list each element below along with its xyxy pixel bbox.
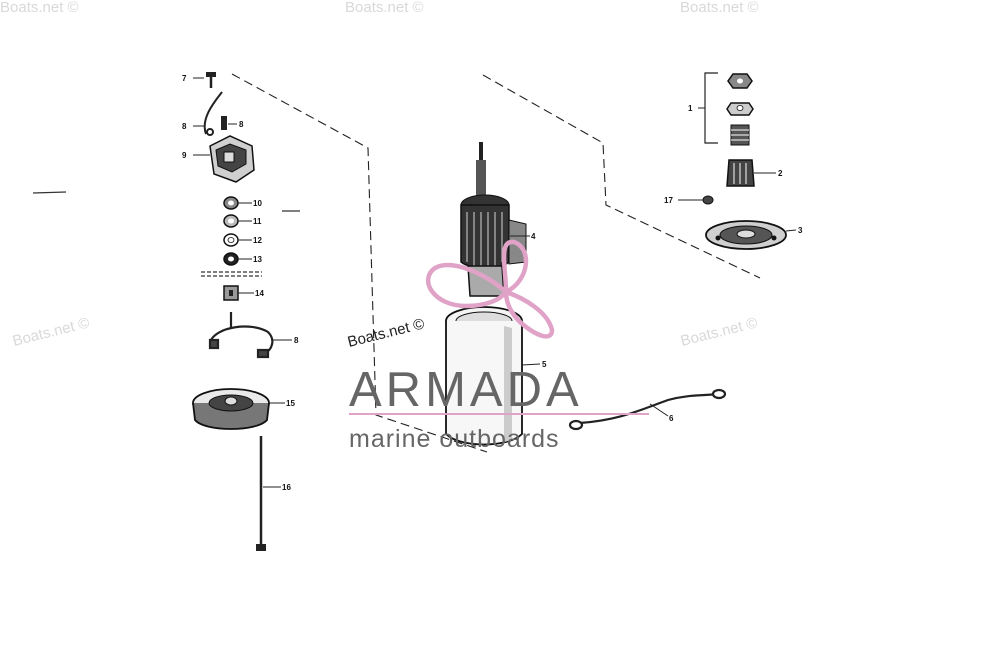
callout-number-16: 16	[282, 483, 291, 492]
part-cable-6	[568, 388, 727, 431]
assembly-guide-lines	[231, 73, 761, 453]
part-wire-clip-8	[203, 91, 223, 136]
scan-marks	[32, 191, 300, 277]
callout-number-3: 3	[798, 226, 803, 235]
part-armature-4	[460, 142, 527, 297]
watermark-text: Boats.net ©	[679, 314, 759, 350]
part-through-bolt-16	[256, 436, 266, 551]
watermark-text: Boats.net ©	[345, 0, 424, 16]
callout-number-4: 4	[531, 232, 536, 241]
callout-number-2: 2	[778, 169, 783, 178]
callout-labels: 7 8 8 9 10 11 12 13 14 8 15 16 4 5 6 1 2…	[182, 74, 803, 492]
part-brush-holder-9	[209, 135, 255, 183]
brand-tagline: marine outboards	[349, 425, 560, 453]
part-mounting-flange-3	[705, 220, 787, 250]
part-nut-10	[223, 196, 239, 210]
callout-number-7: 7	[182, 74, 187, 83]
part-nut-17	[702, 195, 714, 205]
callout-number-12: 12	[253, 236, 262, 245]
part-end-cap-15	[192, 388, 270, 430]
callout-number-9: 9	[182, 151, 187, 160]
scan-mark	[32, 191, 67, 194]
part-drive-assembly-2	[726, 159, 755, 187]
callout-bracket-1	[704, 72, 718, 144]
part-brush-lead-8	[208, 312, 274, 359]
callout-number-1: 1	[688, 104, 693, 113]
callout-number-11: 11	[253, 217, 262, 226]
part-washer-11	[223, 214, 239, 228]
callout-number-8: 8	[182, 122, 187, 131]
watermark-text: Boats.net ©	[680, 0, 759, 16]
part-drive-sleeve-1	[726, 102, 754, 116]
part-drive-nut-1	[727, 73, 753, 89]
callout-leaders	[193, 77, 797, 488]
callout-number-6: 6	[669, 414, 674, 423]
part-insulator-14	[223, 285, 239, 301]
watermark-text: Boats.net ©	[0, 0, 79, 16]
part-washer-12	[223, 233, 239, 247]
part-screw-7	[206, 72, 216, 88]
callout-number-8: 8	[239, 120, 244, 129]
part-brush-spring-8	[221, 116, 227, 130]
callout-number-10: 10	[253, 199, 262, 208]
guide-line-right	[482, 74, 761, 279]
brand-name: ARMADA	[349, 363, 583, 417]
callout-number-15: 15	[286, 399, 295, 408]
brand-copyright-label: Boats.net ©	[346, 315, 426, 351]
callout-number-17: 17	[664, 196, 673, 205]
part-drive-spring-1	[730, 124, 750, 146]
watermark-layer: Boats.net © Boats.net © Boats.net © Boat…	[0, 0, 759, 350]
callout-number-13: 13	[253, 255, 262, 264]
brand-logo-icon	[425, 239, 555, 339]
callout-number-5: 5	[542, 360, 547, 369]
guide-line-left	[231, 73, 488, 453]
brand-underline	[349, 413, 649, 415]
callout-number-8: 8	[294, 336, 299, 345]
callout-number-14: 14	[255, 289, 264, 298]
watermark-text: Boats.net ©	[11, 314, 91, 350]
part-washer-13	[223, 252, 239, 266]
